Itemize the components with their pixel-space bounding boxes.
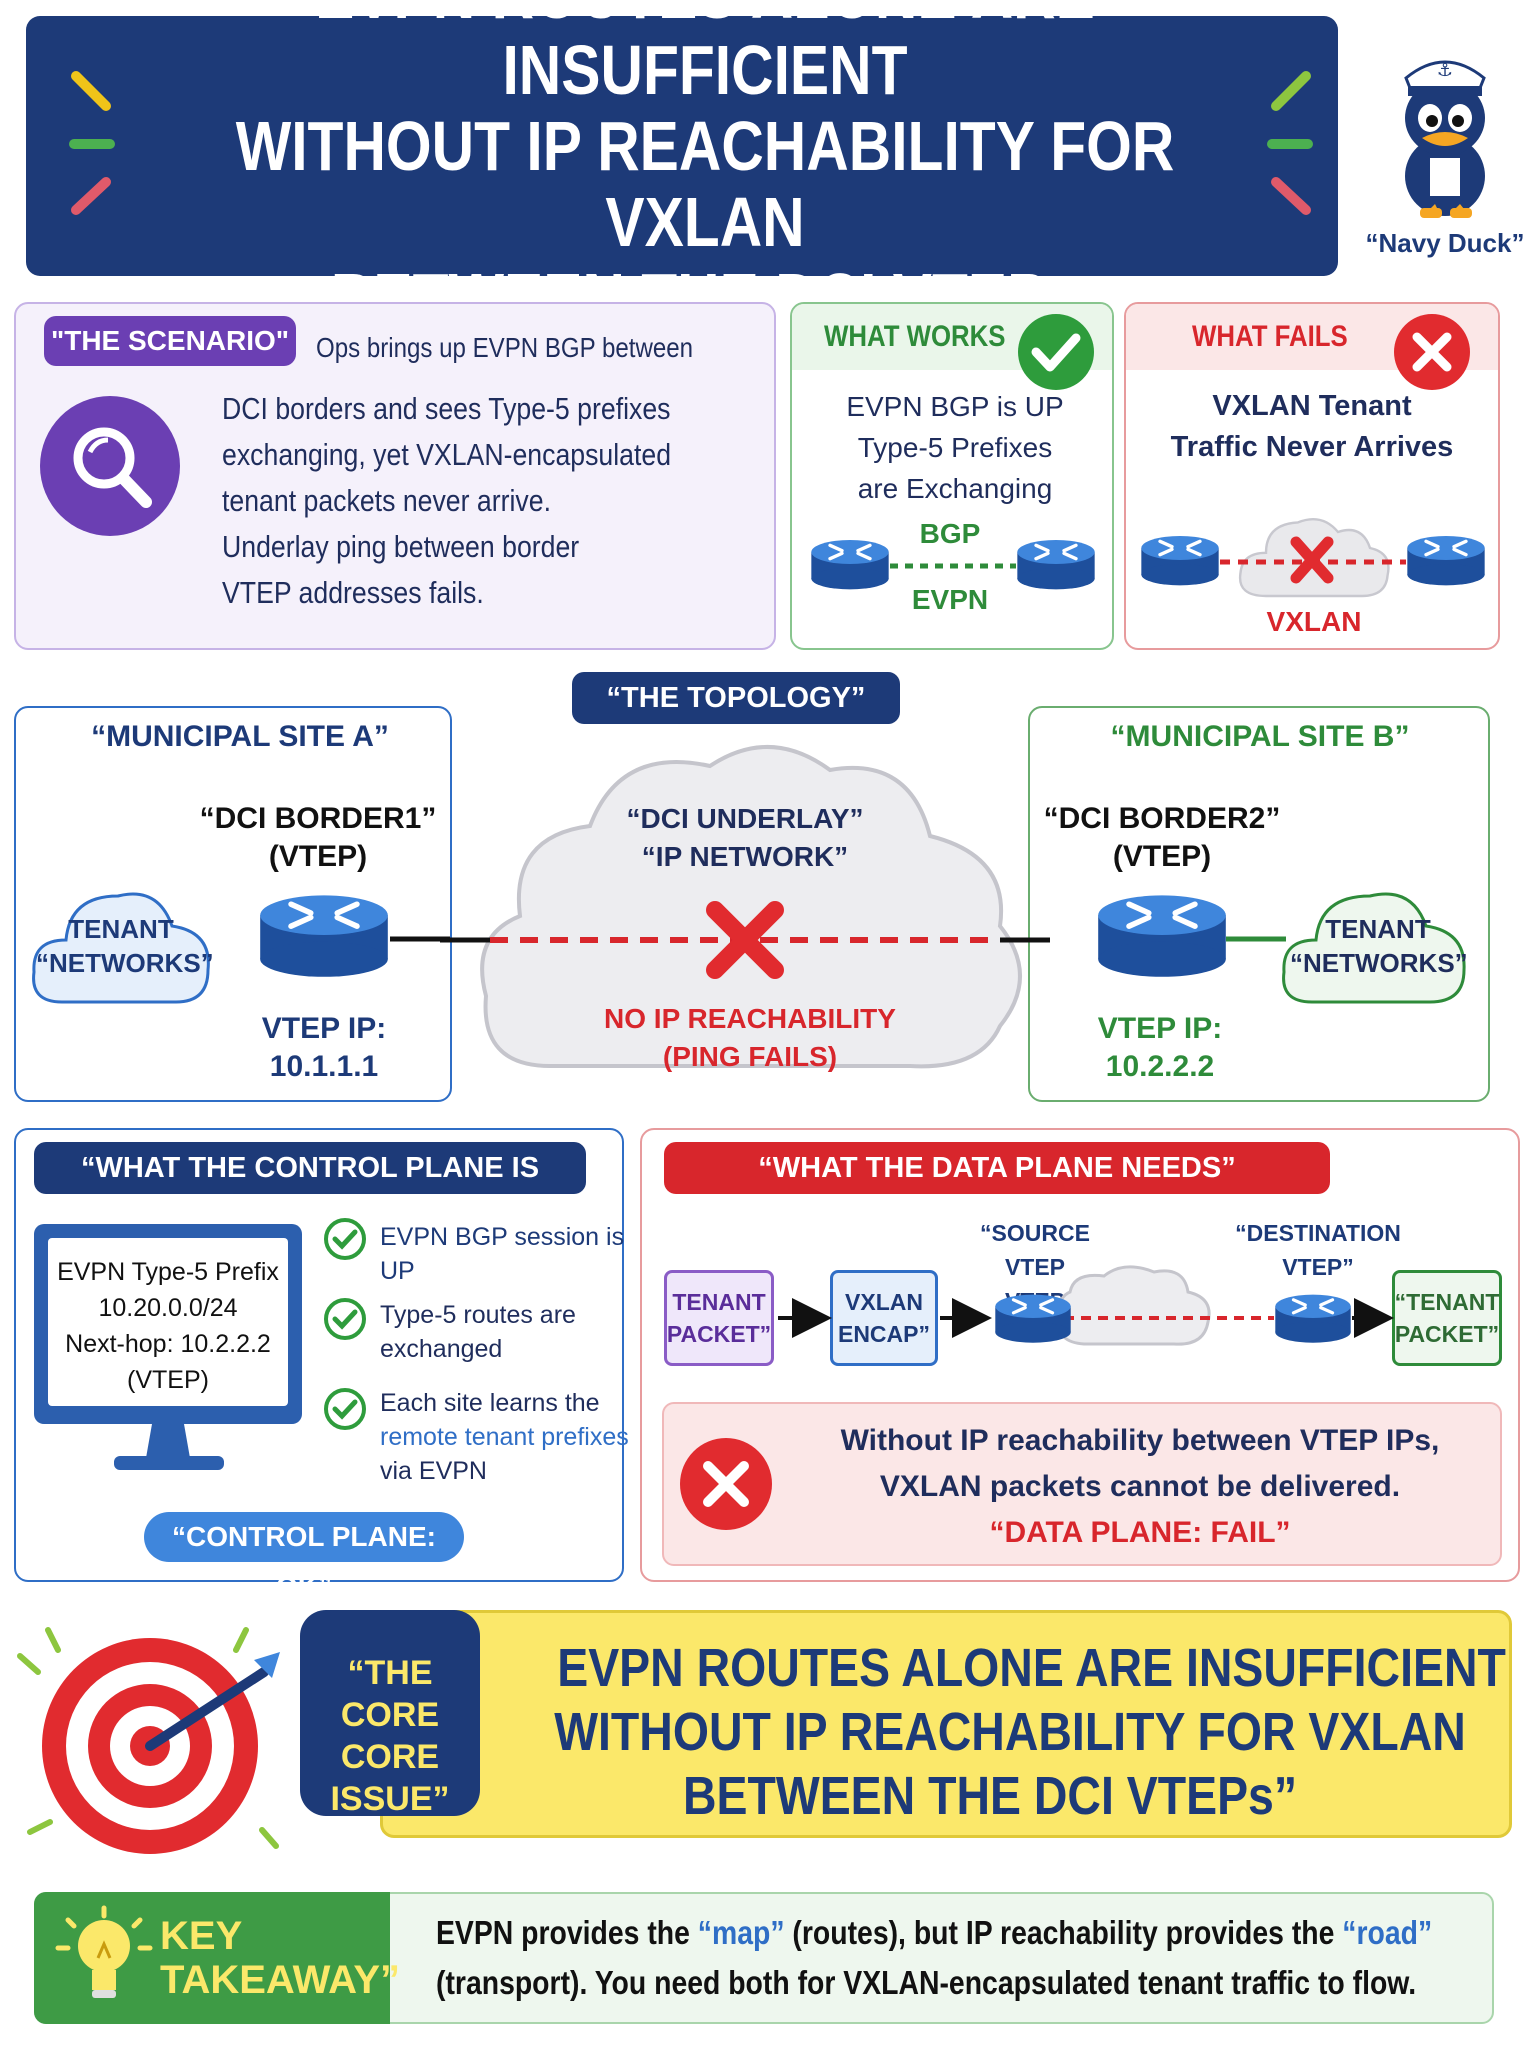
check-icon — [1018, 314, 1094, 390]
data-path-diagram — [778, 1265, 1394, 1346]
sparkle-right-icon — [1267, 71, 1313, 215]
site-a-border-label: “DCI BORDER1”(VTEP) — [199, 802, 437, 873]
mascot-caption: “Navy Duck” — [1365, 228, 1525, 258]
site-a-title: “MUNICIPAL SITE A” — [91, 720, 389, 753]
monitor-icon — [34, 1224, 302, 1470]
site-b-title: “MUNICIPAL SITE B” — [1110, 720, 1410, 753]
takeaway-text: EVPN provides the “map” (routes), but IP… — [436, 1914, 1433, 2001]
control-plane-tag: “WHAT THE CONTROL PLANE IS DOING” — [34, 1142, 586, 1236]
core-issue-tag — [300, 1610, 480, 1816]
data-plane-tag: “WHAT THE DATA PLANE NEEDS” — [664, 1142, 1330, 1194]
site-b-tenant-label: TENANT“NETWORKS” — [1290, 914, 1468, 978]
page-title: EVPN ROUTES ALONE ARE INSUFFICIENTWITHOU… — [235, 0, 1175, 337]
target-icon — [17, 1627, 280, 1854]
topology-tag: “THE TOPOLOGY” — [572, 672, 900, 724]
site-b-ip: VTEP IP:10.2.2.2 — [1097, 1012, 1223, 1083]
data-plane-message-box — [662, 1402, 1502, 1566]
works-link-diagram — [810, 538, 1096, 592]
data-plane-message: Without IP reachability between VTEP IPs… — [840, 1424, 1440, 1549]
magnifier-icon — [40, 396, 180, 536]
works-bgp-label: BGP — [919, 518, 981, 549]
control-plane-status: “CONTROL PLANE: OK” — [144, 1512, 464, 1602]
no-reachability-label: NO IP REACHABILITY(PING FAILS) — [604, 1003, 896, 1072]
underlay-diagram — [440, 745, 1050, 1069]
sparkle-left-icon — [69, 71, 115, 215]
fails-link-diagram — [1140, 518, 1486, 598]
site-a-ip: VTEP IP:10.1.1.1 — [261, 1012, 387, 1083]
site-a-tenant-cloud-icon — [32, 892, 210, 1004]
fails-vxlan-label: VXLAN — [1266, 606, 1362, 637]
works-evpn-label: EVPN — [911, 584, 989, 615]
works-title: WHAT WORKS — [824, 320, 1006, 353]
x-circle-icon — [680, 1438, 772, 1530]
underlay-label: “DCI UNDERLAY”“IP NETWORK” — [626, 803, 864, 872]
navy-duck-mascot-icon: ⚓ — [1404, 60, 1486, 218]
site-b-border-label: “DCI BORDER2”(VTEP) — [1043, 802, 1281, 873]
check-icon — [324, 1218, 366, 1260]
check-icon — [324, 1388, 366, 1430]
scenario-tag: "THE SCENARIO" — [44, 316, 296, 366]
check-icon — [324, 1298, 366, 1340]
scenario-body: DCI borders and sees Type-5 prefixes exc… — [222, 391, 672, 610]
svg-text:⚓: ⚓ — [1437, 60, 1453, 81]
site-b-router-icon — [1096, 880, 1228, 990]
scenario-intro: Ops brings up EVPN BGP between — [316, 332, 694, 363]
site-a-router-icon — [258, 880, 390, 990]
site-b-tenant-cloud-icon — [1282, 892, 1466, 1004]
core-issue-text: EVPN ROUTES ALONE ARE INSUFFICIENT WITHO… — [554, 1638, 1506, 1826]
x-circle-icon — [1394, 314, 1470, 390]
lightbulb-icon — [55, 1905, 153, 1998]
fails-title: WHAT FAILS — [1192, 320, 1348, 353]
core-issue-box — [380, 1610, 1512, 1838]
fail-x-icon — [706, 901, 784, 979]
title-banner — [26, 16, 1338, 276]
site-a-tenant-label: TENANT“NETWORKS” — [36, 914, 214, 978]
